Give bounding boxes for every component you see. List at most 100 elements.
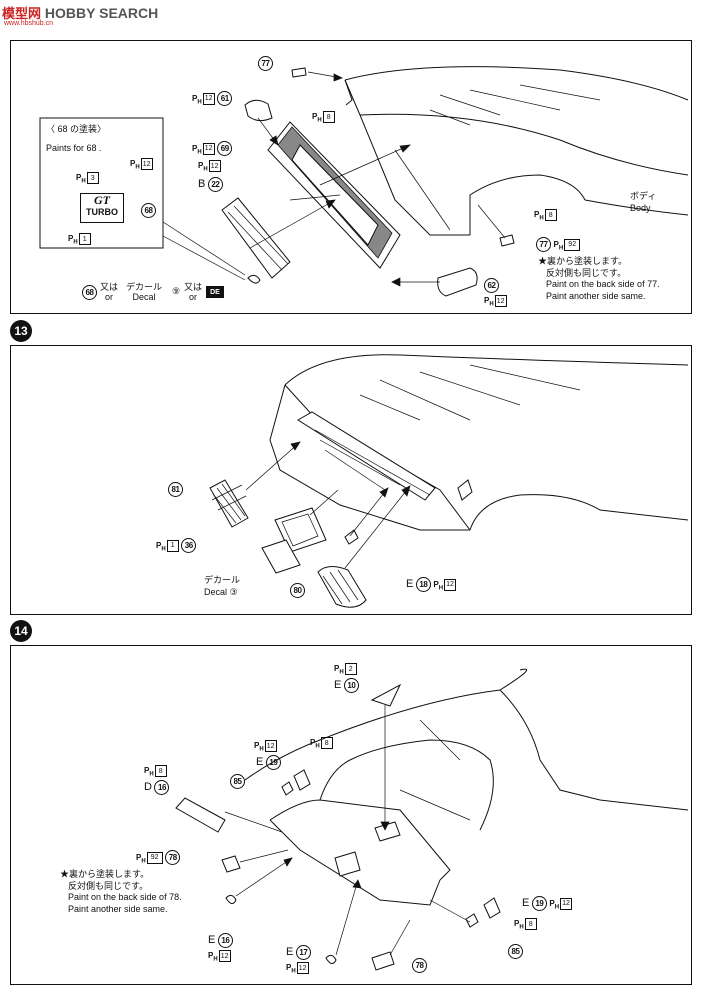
panel-step-13 (10, 345, 692, 615)
part-80-grille (317, 566, 367, 608)
paint-prefix: PH (514, 919, 524, 931)
callout-19: 19 (265, 755, 281, 770)
callout-78: 78 (165, 850, 181, 865)
label-E17-ph: PH12 (286, 962, 309, 978)
letter-E: E (208, 933, 216, 946)
callout-85: 85 (508, 944, 523, 959)
callout-18: 18 (415, 577, 431, 592)
paint-prefix: PH (198, 161, 208, 173)
label-62-ph: PH12 (484, 295, 507, 311)
label-80: 80 (290, 583, 305, 598)
paint-prefix: PH (534, 210, 544, 222)
callout-68: 68 (141, 203, 156, 218)
label-E19: E 19 (256, 755, 281, 770)
label-D16-ph: PH8 (144, 765, 167, 781)
paint-12: 12 (296, 962, 309, 974)
or-1: 又は or (100, 282, 118, 302)
paint-12: 12 (140, 158, 153, 170)
label-77-92: 77 PH92 (536, 237, 581, 254)
callout-77: 77 (258, 56, 273, 71)
letter-E: E (334, 678, 342, 691)
note-en2: Paint another side same. (546, 290, 646, 301)
label-8-body: PH8 (534, 209, 557, 225)
callout-16: 16 (217, 933, 233, 948)
inset-title: 〈 68 の塗装〉 (46, 124, 107, 134)
paint-prefix: PH (68, 234, 78, 246)
paint-prefix: PH (192, 93, 202, 106)
decal-no: ③ (229, 587, 238, 597)
paint-12: 12 (202, 142, 215, 155)
label-B22: B 22 (198, 177, 223, 192)
callout-22: 22 (207, 177, 223, 192)
letter-B: B (198, 177, 206, 190)
paint-prefix: PH (484, 296, 494, 308)
paint-prefix: PH (553, 239, 564, 252)
paint-12: 12 (444, 578, 457, 591)
paint-prefix: PH (286, 963, 296, 975)
paint-prefix: PH (192, 143, 202, 156)
label-E18: E 18 PH12 (406, 577, 457, 594)
label-E16-ph: PH12 (208, 950, 231, 966)
part-D16 (175, 797, 226, 833)
callout-17: 17 (295, 945, 311, 960)
part-E10 (370, 683, 402, 707)
note-jp2: 反対側も同じです。 (68, 880, 149, 891)
or-jp: 又は (100, 282, 119, 292)
panel-step-14 (10, 645, 692, 985)
or-en: or (189, 292, 198, 302)
inset-box (39, 117, 164, 249)
part-85-left (281, 781, 294, 796)
watermark-logo: 模型网 HOBBY SEARCH (2, 3, 158, 22)
paint-prefix: PH (144, 766, 154, 778)
turbo-text: TURBO (86, 207, 118, 217)
paint-92: 92 (564, 238, 581, 251)
paint-prefix: PH (156, 540, 166, 553)
step-number-13: 13 (10, 320, 32, 342)
callout-78: 78 (412, 958, 427, 973)
panel2-arrows (245, 441, 411, 569)
body-jp: ボディ (630, 191, 657, 201)
letter-E: E (256, 755, 264, 768)
paint-92: 92 (146, 851, 163, 864)
watermark-cn: 模型网 (2, 6, 42, 21)
part-77-side (499, 234, 515, 247)
paint-8: 8 (320, 737, 333, 749)
label-69: PH12 69 (192, 141, 233, 158)
part-78-left (221, 855, 241, 873)
label-E16: E 16 (208, 933, 233, 948)
paint-prefix: PH (254, 741, 264, 753)
paint-8: 8 (154, 765, 167, 777)
panel2-car-body (269, 354, 689, 531)
note-jp1: ★裏から塗装します。 (60, 869, 150, 879)
letter-E: E (522, 896, 530, 909)
de-badge: DE (206, 286, 224, 298)
note-panel3: ★裏から塗装します。 反対側も同じです。 Paint on the back s… (60, 869, 182, 915)
paint-2: 2 (344, 663, 357, 675)
label-85-left: 85 (230, 774, 245, 789)
part-61 (244, 99, 273, 122)
label-12-B22: PH12 (198, 160, 221, 176)
callout-77: 77 (536, 237, 551, 252)
inset-ph3: PH3 (76, 172, 99, 188)
decal-3-plate (261, 539, 301, 574)
paint-prefix: PH (76, 173, 86, 185)
callout-10: 10 (343, 678, 359, 693)
paint-1: 1 (166, 539, 179, 552)
part-68-emblem (247, 274, 261, 284)
paint-1: 1 (78, 233, 91, 245)
panel3-car-body (244, 668, 689, 906)
paint-prefix: PH (208, 951, 218, 963)
label-E19-right: E 19 PH12 (522, 896, 573, 913)
label-8-grille: PH8 (312, 111, 335, 127)
inset-ph12: PH12 (130, 158, 153, 174)
part-77-top (291, 67, 307, 78)
paint-12: 12 (208, 160, 221, 172)
callout-61: 61 (217, 91, 233, 106)
callout-80: 80 (290, 583, 305, 598)
paint-12: 12 (218, 950, 231, 962)
callout-81: 81 (168, 482, 183, 497)
inset-ph1: PH1 (68, 233, 91, 249)
note-panel1: ★裏から塗装します。 反対側も同じです。 Paint on the back s… (538, 256, 660, 302)
paint-3: 3 (86, 172, 99, 184)
